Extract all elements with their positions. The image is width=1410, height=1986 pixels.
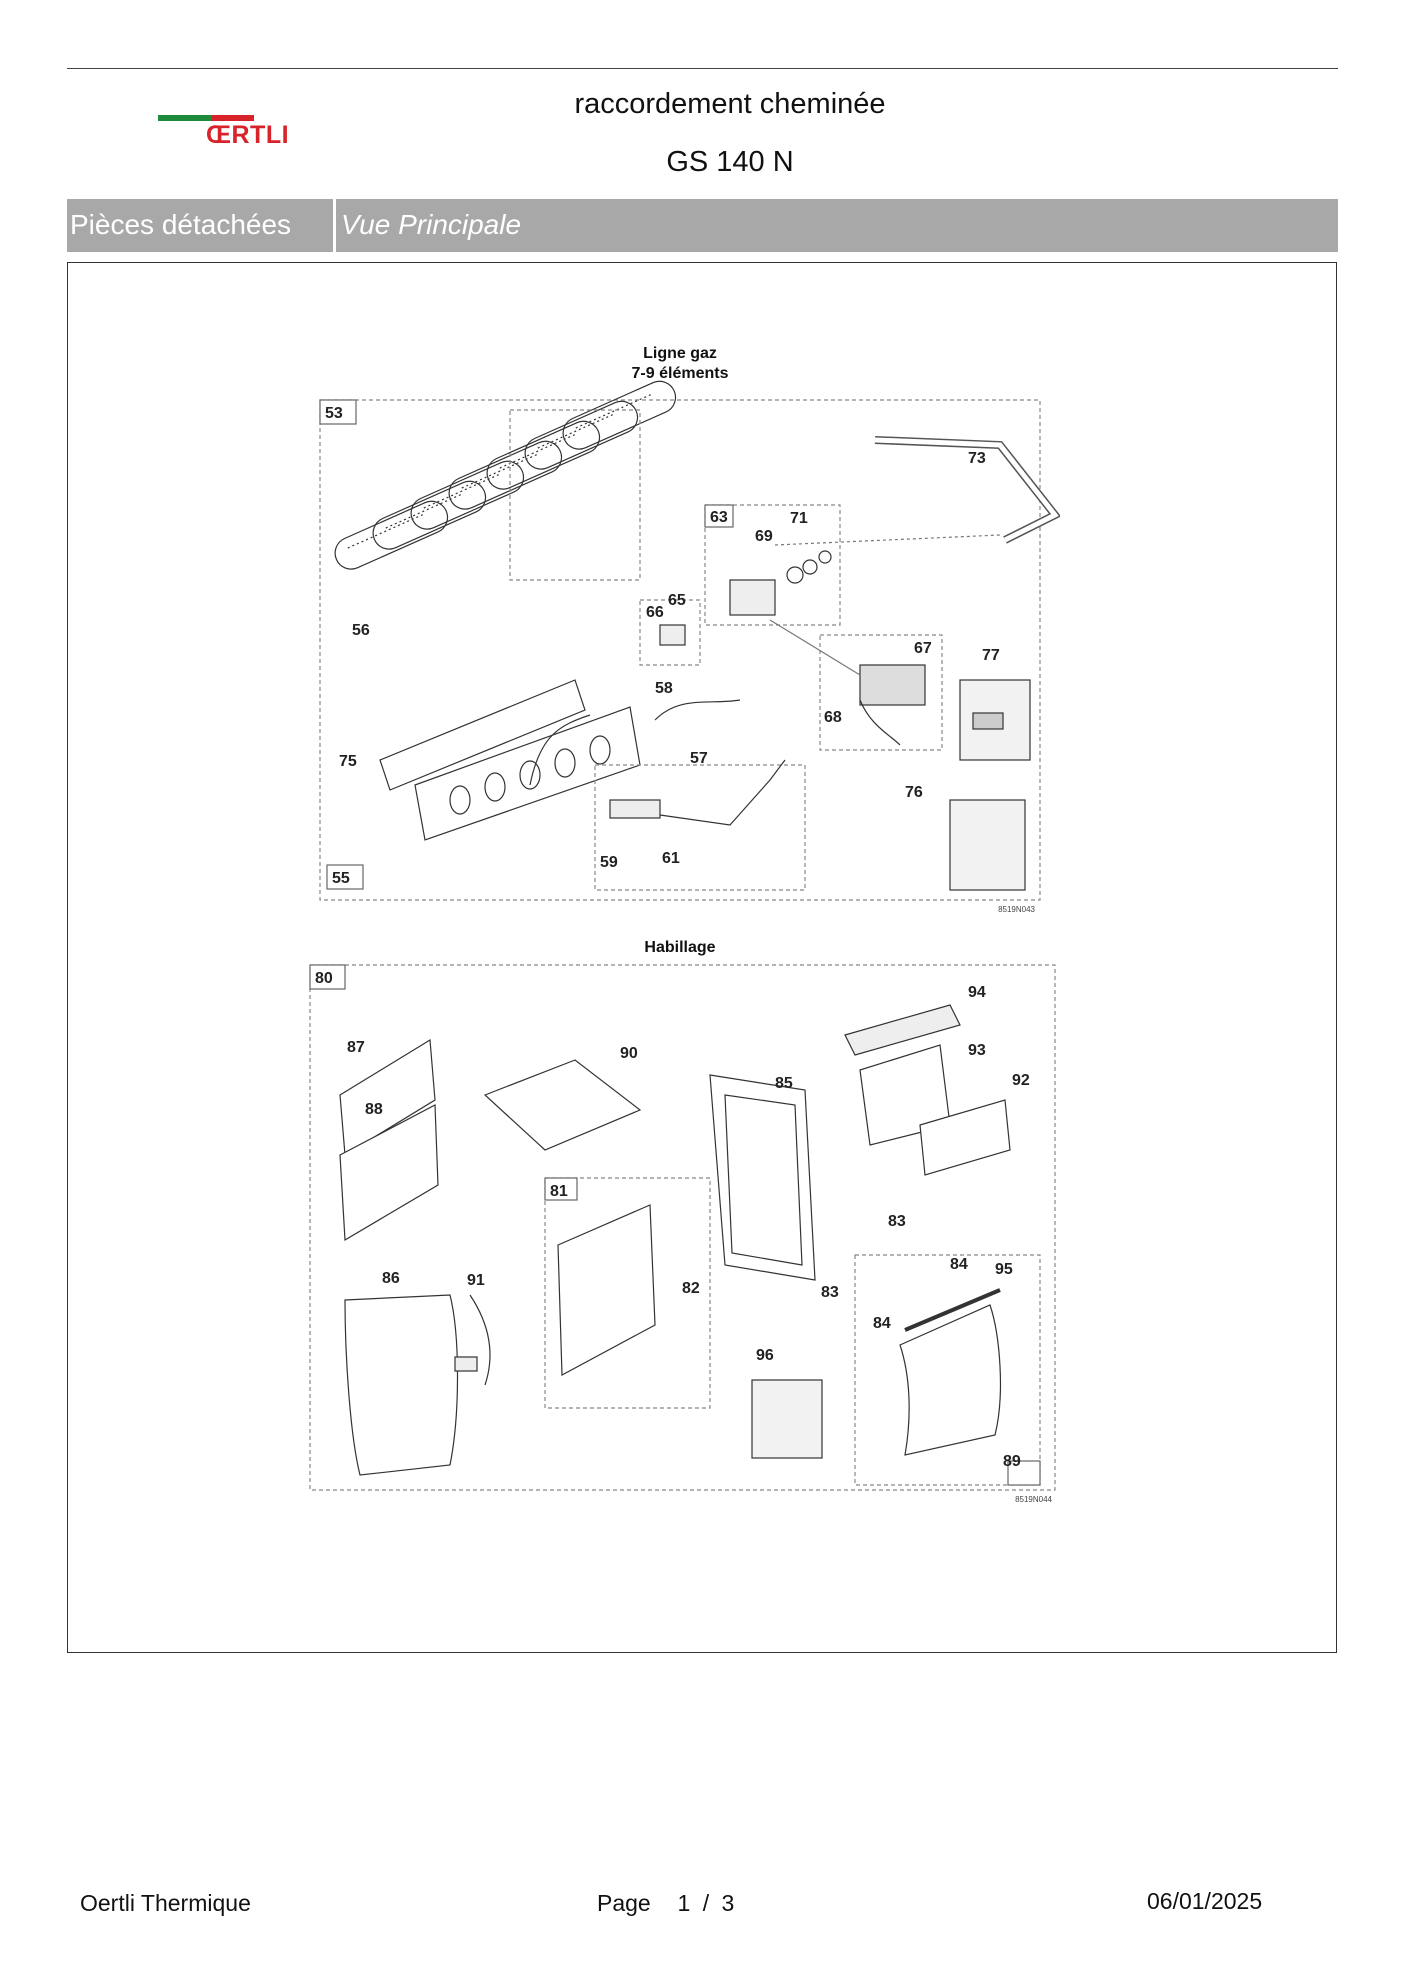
top-rule (67, 68, 1338, 69)
footer-date: 06/01/2025 (1147, 1888, 1263, 1914)
part-label: 84 (873, 1315, 891, 1332)
part-label: 94 (968, 984, 986, 1001)
part-label: 76 (905, 784, 923, 801)
gas-diagram-title-line1: Ligne gaz (643, 345, 717, 362)
part-label: 57 (690, 750, 708, 767)
part-label: 61 (662, 850, 680, 867)
logo-green-bar (158, 115, 212, 121)
part-label: 69 (755, 528, 773, 545)
part-label: 63 (710, 509, 728, 526)
footer-page-current: 1 (677, 1890, 691, 1916)
gas-diagram-title-line2: 7-9 éléments (632, 365, 729, 382)
part-label: 68 (824, 709, 842, 726)
part-label: 88 (365, 1101, 383, 1118)
part-label: 58 (655, 680, 673, 697)
part-label: 56 (352, 622, 370, 639)
part-label: 83 (821, 1284, 839, 1301)
part-label: 84 (950, 1256, 968, 1273)
part-label: 53 (325, 405, 343, 422)
part-label: 80 (315, 970, 333, 987)
part-label: 93 (968, 1042, 986, 1059)
section-separator (333, 199, 336, 252)
gas-line-box (319, 399, 1041, 901)
part-label: 83 (888, 1213, 906, 1230)
footer-page: Page 1 / 3 (597, 1890, 734, 1917)
exploded-diagram: Ligne gaz 7-9 éléments 53 55 56 57 58 59… (309, 345, 1060, 1504)
part-label: 71 (790, 510, 808, 527)
section-view: Vue Principale (341, 209, 522, 240)
footer-page-sep: / (702, 1890, 710, 1916)
section-category: Pièces détachées (70, 209, 292, 240)
gas-diagram-ref: 8519N043 (998, 905, 1035, 914)
part-label: 75 (339, 753, 357, 770)
logo-red-bar (212, 115, 254, 121)
casing-diagram-title: Habillage (644, 939, 715, 956)
section-bar: Pièces détachées Vue Principale (67, 199, 1338, 252)
diagram-frame (67, 262, 1337, 1653)
footer-page-label: Page (597, 1890, 651, 1916)
model-name: GS 140 N (666, 146, 794, 178)
part-label: 66 (646, 604, 664, 621)
logo-text: ŒRTLI (206, 121, 290, 149)
part-label: 87 (347, 1039, 365, 1056)
casing-box (309, 964, 1056, 1491)
part-label: 85 (775, 1075, 793, 1092)
part-label: 95 (995, 1261, 1013, 1278)
part-label: 89 (1003, 1453, 1021, 1470)
part-label: 91 (467, 1272, 485, 1289)
part-label: 92 (1012, 1072, 1030, 1089)
part-label: 59 (600, 854, 618, 871)
part-label: 82 (682, 1280, 700, 1297)
part-label: 90 (620, 1045, 638, 1062)
part-label: 86 (382, 1270, 400, 1287)
burner-tubes (334, 380, 677, 570)
footer-page-total: 3 (721, 1890, 735, 1916)
casing-diagram-ref: 8519N044 (1015, 1495, 1052, 1504)
document-title: raccordement cheminée (574, 88, 886, 120)
part-label: 65 (668, 592, 686, 609)
part-label: 96 (756, 1347, 774, 1364)
part-label: 67 (914, 640, 932, 657)
part-label: 81 (550, 1183, 568, 1200)
oertli-logo: ŒRTLI (158, 114, 308, 154)
part-label: 73 (968, 450, 986, 467)
part-label: 55 (332, 870, 350, 887)
part-label: 77 (982, 647, 1000, 664)
footer-company: Oertli Thermique (80, 1890, 251, 1916)
